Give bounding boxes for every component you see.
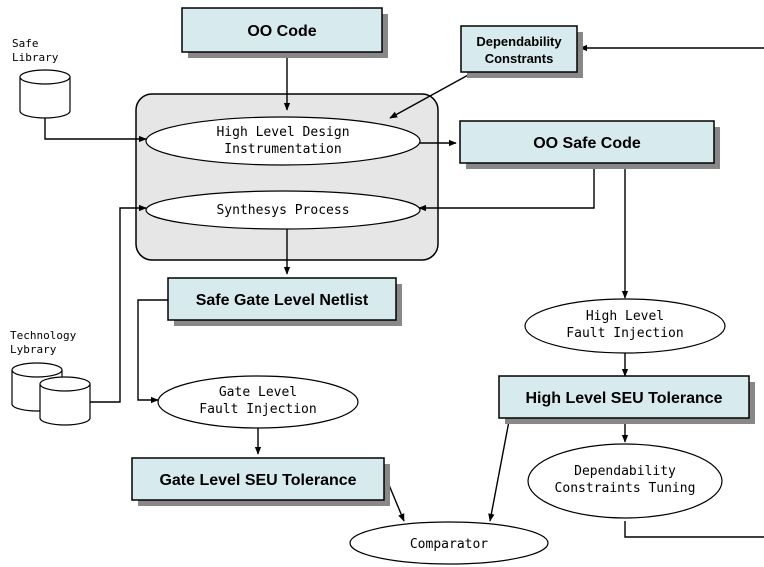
synthesys-process-label: Synthesys Process [216, 203, 349, 218]
safe-gate-level-netlist-box: Safe Gate Level Netlist [167, 277, 402, 326]
technology-library-cylinders-icon [11, 362, 91, 426]
high-level-seu-tolerance-label: High Level SEU Tolerance [525, 390, 722, 407]
oo-code-box: OO Code [181, 7, 388, 58]
high-level-design-label-2: Instrumentation [224, 142, 341, 157]
dependability-constraints-tuning-oval: Dependability Constraints Tuning [527, 443, 723, 519]
safe-gate-level-netlist-label: Safe Gate Level Netlist [196, 292, 369, 309]
high-level-fault-injection-label-1: High Level [586, 309, 664, 324]
dependability-constrants-label-2: Constrants [485, 51, 554, 66]
high-level-design-instrumentation-oval: High Level Design Instrumentation [145, 116, 421, 166]
connectors [44, 44, 764, 538]
gate-level-fault-injection-label-2: Fault Injection [199, 402, 316, 417]
dependability-constrants-box: Dependability Constrants [460, 25, 583, 78]
gate-level-seu-tolerance-box: Gate Level SEU Tolerance [131, 457, 390, 506]
dependability-constraints-tuning-label-2: Constraints Tuning [555, 481, 696, 496]
synthesys-process-oval: Synthesys Process [145, 190, 421, 230]
gate-level-fault-injection-oval: Gate Level Fault Injection [157, 375, 359, 429]
gate-level-seu-tolerance-label: Gate Level SEU Tolerance [159, 472, 356, 489]
oo-code-label: OO Code [247, 23, 316, 40]
technology-library-label-1: Technology [10, 329, 77, 342]
oo-safe-code-label: OO Safe Code [533, 135, 641, 152]
safe-library-label-1: Safe [12, 37, 39, 50]
dependability-constrants-label-1: Dependability [476, 34, 562, 49]
high-level-design-label-1: High Level Design [216, 125, 349, 140]
comparator-oval: Comparator [349, 521, 549, 565]
technology-library-label-2: Lybrary [10, 343, 57, 356]
safe-library-cylinder-icon [19, 69, 71, 119]
high-level-fault-injection-oval: High Level Fault Injection [524, 298, 726, 354]
dependability-constraints-tuning-label-1: Dependability [574, 464, 676, 479]
safe-library-label-2: Library [12, 51, 59, 64]
high-level-seu-tolerance-box: High Level SEU Tolerance [498, 375, 755, 424]
comparator-label: Comparator [410, 537, 488, 552]
gate-level-fault-injection-label-1: Gate Level [219, 385, 297, 400]
high-level-fault-injection-label-2: Fault Injection [566, 326, 683, 341]
oo-safe-code-box: OO Safe Code [459, 120, 720, 169]
